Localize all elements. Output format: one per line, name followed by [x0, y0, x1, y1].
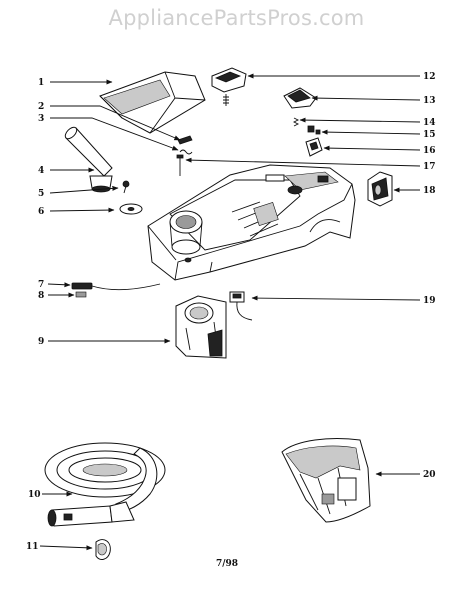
main-housing[interactable] — [147, 164, 356, 281]
callout-13: 13 — [423, 96, 436, 106]
callout-16: 16 — [423, 146, 436, 156]
callout-9: 9 — [38, 337, 44, 347]
part-17-screw[interactable] — [176, 154, 184, 176]
part-1-cover[interactable] — [99, 71, 206, 134]
part-13-handle[interactable] — [283, 87, 317, 109]
leader-11 — [39, 545, 93, 551]
callout-18: 18 — [423, 186, 436, 196]
part-10-hose[interactable] — [44, 442, 166, 527]
part-2-clip[interactable] — [177, 135, 193, 145]
part-12-latch[interactable] — [211, 67, 247, 106]
callout-10: 10 — [28, 490, 41, 500]
watermark-text: AppliancePartsPros.com — [108, 6, 365, 30]
part-11-cuff[interactable] — [95, 539, 111, 560]
callout-20: 20 — [423, 470, 436, 480]
part-14-spring[interactable] — [292, 117, 300, 127]
callout-15: 15 — [423, 130, 436, 140]
part-7-switch-cord[interactable] — [71, 282, 161, 291]
leader-16 — [323, 145, 421, 151]
callout-14: 14 — [423, 118, 436, 128]
callout-11: 11 — [26, 542, 39, 552]
leader-7 — [47, 282, 71, 288]
callout-6: 6 — [38, 207, 44, 217]
leader-2 — [50, 105, 181, 141]
part-19-connector[interactable] — [229, 291, 253, 321]
part-16-switch[interactable] — [305, 137, 323, 157]
part-18-filter-box[interactable] — [367, 171, 393, 207]
date-code: 7/98 — [216, 559, 238, 569]
callout-8: 8 — [38, 291, 44, 301]
callout-19: 19 — [423, 296, 436, 306]
part-3-spring[interactable] — [179, 149, 193, 155]
callout-17: 17 — [423, 162, 436, 172]
callout-3: 3 — [38, 114, 44, 124]
part-9-bag-holder[interactable] — [175, 295, 227, 359]
leader-13 — [311, 95, 421, 101]
callout-7: 7 — [38, 280, 44, 290]
part-8-terminal[interactable] — [75, 291, 87, 298]
leader-15 — [321, 129, 421, 135]
leader-5 — [49, 185, 119, 194]
leader-6 — [49, 207, 115, 213]
part-5-screw[interactable] — [122, 180, 130, 194]
callout-2: 2 — [38, 102, 44, 112]
leader-17 — [185, 157, 421, 167]
part-15-clip[interactable] — [307, 125, 321, 135]
callout-1: 1 — [38, 78, 44, 88]
callout-4: 4 — [38, 166, 44, 176]
leader-3 — [50, 117, 179, 151]
part-4-hose-connector[interactable] — [63, 125, 113, 193]
leader-19 — [251, 295, 421, 301]
leader-14 — [299, 117, 421, 123]
callout-5: 5 — [38, 189, 44, 199]
callout-12: 12 — [423, 72, 436, 82]
part-20-dust-bag[interactable] — [281, 438, 371, 523]
part-6-washer[interactable] — [119, 203, 143, 215]
